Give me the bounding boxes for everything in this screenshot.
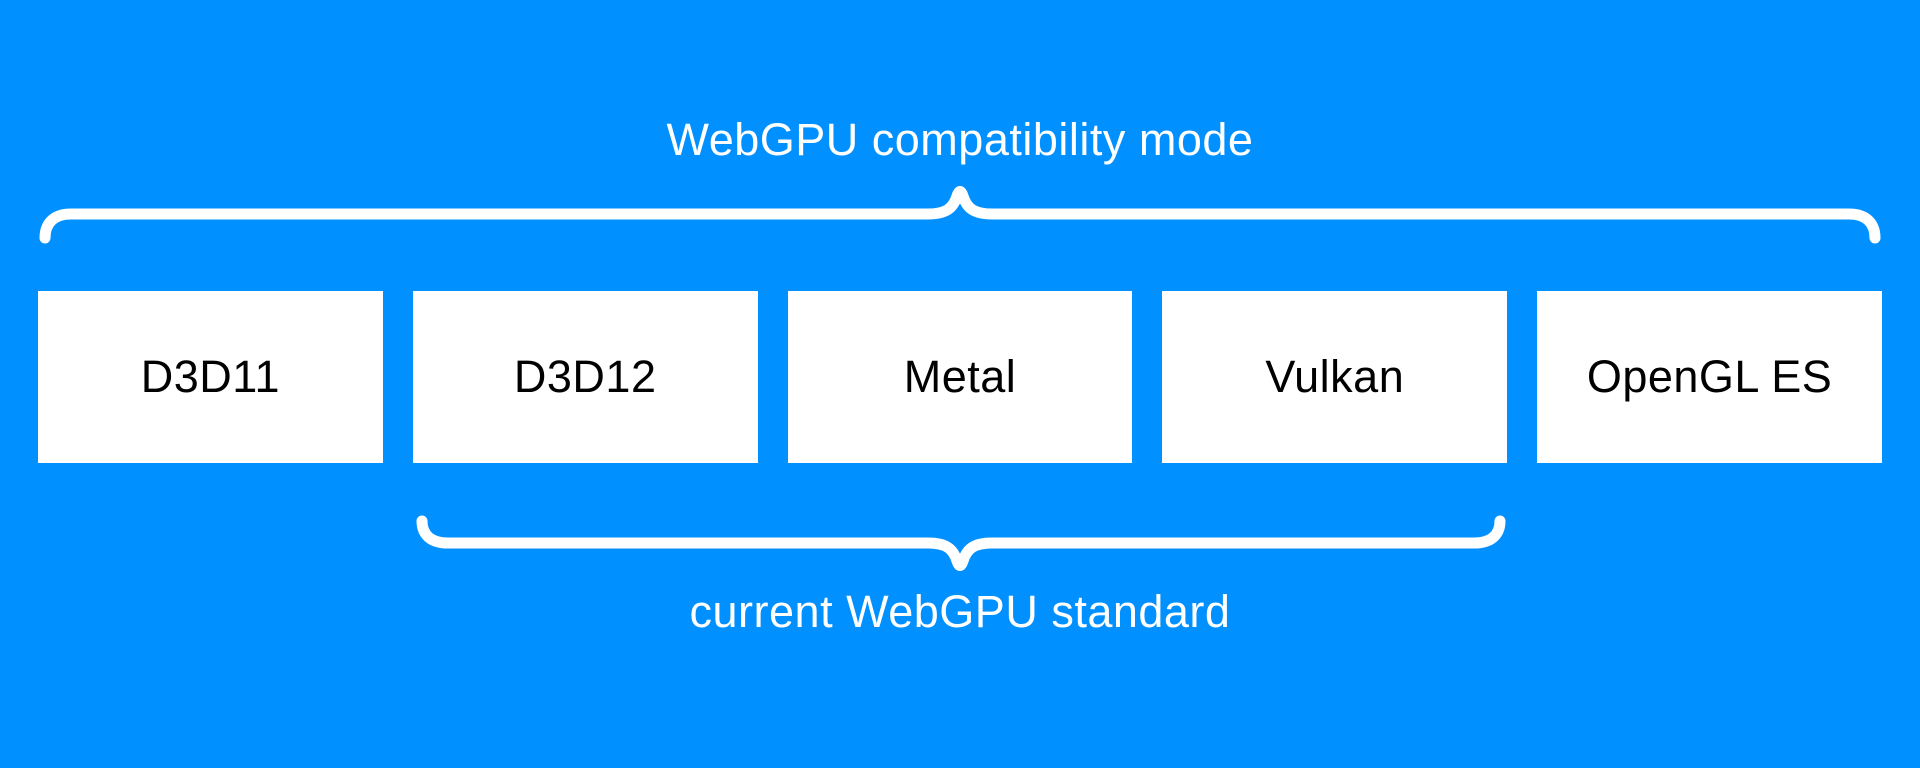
api-box-label: Metal bbox=[903, 351, 1017, 402]
api-box-vulkan: Vulkan bbox=[1162, 291, 1508, 463]
api-boxes-row: D3D11 D3D12 Metal Vulkan OpenGL ES bbox=[38, 291, 1882, 463]
bottom-brace-label: current WebGPU standard bbox=[689, 586, 1231, 637]
top-brace-label: WebGPU compatibility mode bbox=[666, 114, 1254, 165]
bottom-curly-brace-icon bbox=[416, 515, 1506, 571]
api-box-label: D3D11 bbox=[140, 351, 281, 402]
api-box-label: Vulkan bbox=[1265, 351, 1405, 402]
api-box-opengl-es: OpenGL ES bbox=[1537, 291, 1882, 463]
top-curly-brace-icon bbox=[39, 186, 1881, 244]
api-box-metal: Metal bbox=[787, 291, 1133, 463]
api-box-d3d12: D3D12 bbox=[412, 291, 758, 463]
api-box-d3d11: D3D11 bbox=[38, 291, 383, 463]
api-box-label: OpenGL ES bbox=[1586, 351, 1833, 402]
api-box-label: D3D12 bbox=[513, 351, 657, 402]
